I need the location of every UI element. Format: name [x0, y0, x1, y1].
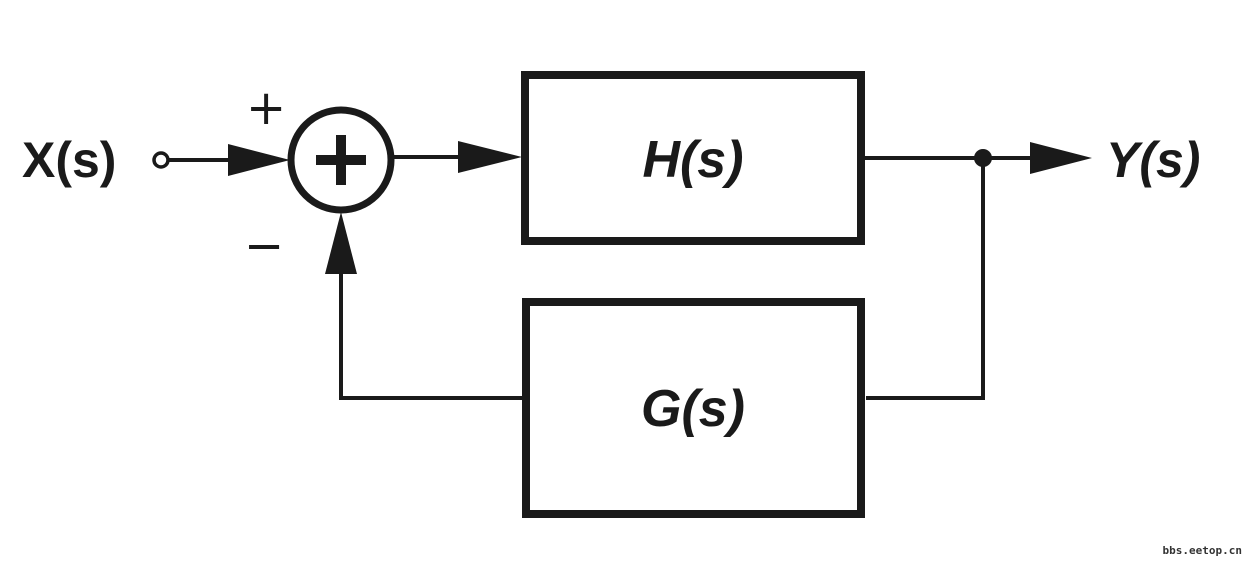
forward-block — [521, 71, 865, 245]
input-arrowhead — [228, 144, 290, 176]
forward-block-label: H(s) — [642, 131, 743, 189]
output-label: Y(s) — [1106, 132, 1200, 188]
input-terminal — [152, 151, 170, 169]
plus-sign-label: + — [246, 80, 286, 136]
minus-sign-label: − — [244, 218, 284, 274]
input-label: X(s) — [22, 132, 116, 188]
forward-arrowhead — [458, 141, 522, 173]
feedback-block — [522, 298, 865, 518]
feedback-block-label: G(s) — [641, 380, 745, 438]
summing-junction-plus-vertical — [336, 135, 346, 185]
feedback-wire-left — [339, 268, 522, 400]
feedback-wire-right — [866, 158, 985, 400]
output-arrowhead — [1030, 142, 1092, 174]
watermark: bbs.eetop.cn — [1163, 544, 1242, 557]
feedback-arrowhead — [325, 212, 357, 274]
